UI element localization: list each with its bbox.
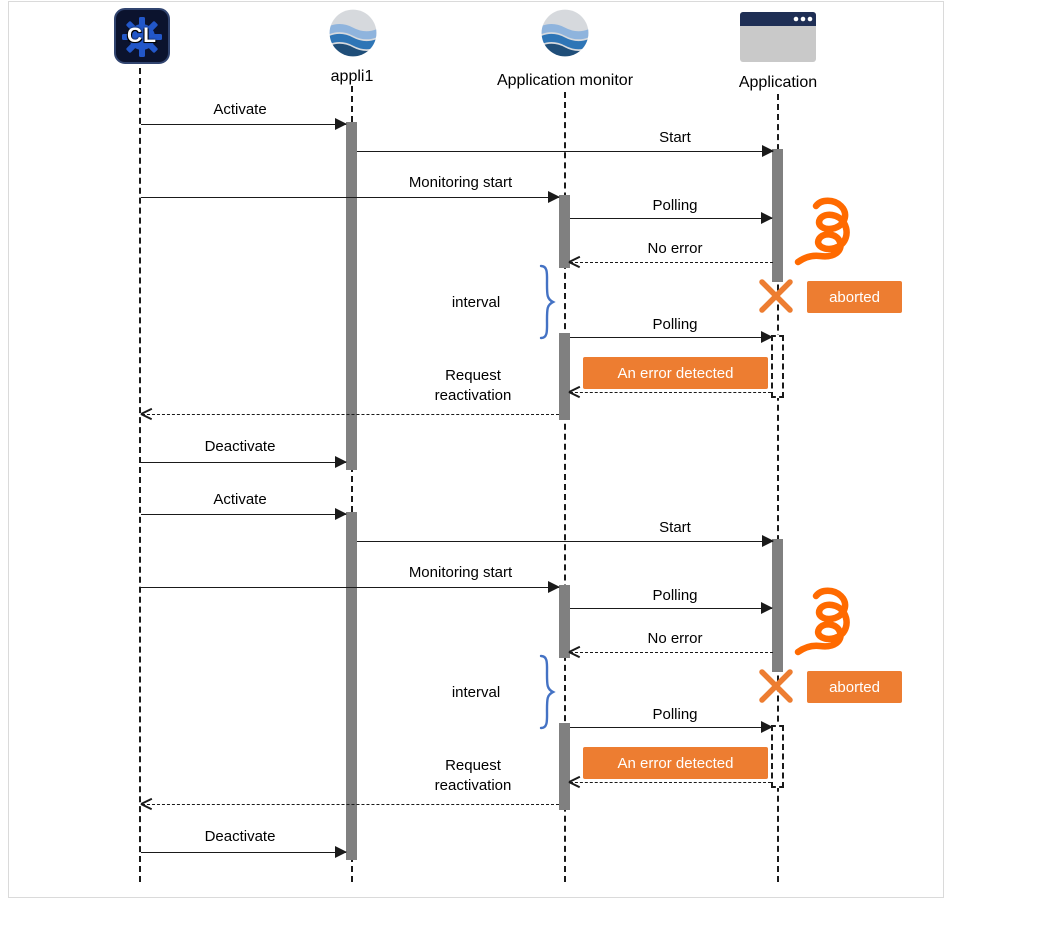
message-label-activate: Activate xyxy=(213,491,267,508)
cl-icon-text: CL xyxy=(127,24,157,47)
error-detected-badge: An error detected xyxy=(583,357,768,389)
activation-bar-monitor xyxy=(559,585,570,658)
activation-bar-appli1 xyxy=(346,512,357,860)
message-arrow-no-error xyxy=(570,652,773,653)
message-label-polling: Polling xyxy=(652,316,698,333)
arrowhead-icon xyxy=(762,145,774,157)
cl-app-icon: CL xyxy=(114,8,170,64)
message-arrow-deactivate xyxy=(141,846,347,858)
message-label-polling: Polling xyxy=(652,197,698,214)
interval-label: interval xyxy=(451,684,501,701)
message-arrow-request-reactivation xyxy=(142,804,559,805)
participant-label-appli1: appli1 xyxy=(330,68,374,85)
message-label-polling: Polling xyxy=(652,587,698,604)
message-arrow-polling xyxy=(570,602,773,614)
message-label-activate: Activate xyxy=(213,101,267,118)
arrowhead-icon xyxy=(761,602,773,614)
message-label-request-reactivation: Request reactivation xyxy=(434,367,512,405)
diagram-frame xyxy=(8,1,944,898)
message-label-no-error: No error xyxy=(647,240,703,257)
activation-bar-application-aborted xyxy=(771,725,784,788)
error-detected-badge: An error detected xyxy=(583,747,768,779)
interval-brace-icon xyxy=(536,264,556,345)
lifeline-monitor xyxy=(564,92,566,882)
arrowhead-icon xyxy=(335,846,347,858)
participant-label-monitor: Application monitor xyxy=(496,72,634,89)
message-label-no-error: No error xyxy=(647,630,703,647)
arrowhead-icon xyxy=(335,456,347,468)
arrowhead-icon xyxy=(335,118,347,130)
message-arrow-activate xyxy=(141,508,347,520)
lifeline-appli1 xyxy=(351,86,353,882)
message-label-request-reactivation: Request reactivation xyxy=(434,757,512,795)
interval-brace-icon xyxy=(536,654,556,735)
activation-bar-monitor xyxy=(559,333,570,420)
message-arrow-error-return xyxy=(570,392,771,393)
activation-bar-application xyxy=(772,539,783,672)
message-label-monitoring-start: Monitoring start xyxy=(408,564,513,581)
activation-bar-application xyxy=(772,149,783,282)
message-label-deactivate: Deactivate xyxy=(204,828,276,845)
message-arrow-start xyxy=(357,535,774,547)
lifeline-application xyxy=(777,94,779,882)
abort-x-icon xyxy=(756,276,796,321)
globe-icon xyxy=(538,6,592,65)
message-label-monitoring-start: Monitoring start xyxy=(408,174,513,191)
message-arrow-polling xyxy=(570,721,773,733)
arrowhead-icon xyxy=(335,508,347,520)
message-arrow-monitoring-start xyxy=(141,581,560,593)
message-arrow-activate xyxy=(141,118,347,130)
arrowhead-icon xyxy=(761,721,773,733)
arrowhead-icon xyxy=(762,535,774,547)
activation-bar-monitor xyxy=(559,723,570,810)
coil-icon xyxy=(789,192,851,271)
abort-x-icon xyxy=(756,666,796,711)
message-arrow-polling xyxy=(570,212,773,224)
aborted-badge: aborted xyxy=(807,671,902,703)
message-arrow-deactivate xyxy=(141,456,347,468)
message-arrow-polling xyxy=(570,331,773,343)
arrowhead-icon xyxy=(761,331,773,343)
globe-icon xyxy=(326,6,380,65)
coil-icon xyxy=(789,582,851,661)
message-arrow-start xyxy=(357,145,774,157)
app-window-icon xyxy=(740,12,816,67)
lifeline-cl xyxy=(139,68,141,882)
activation-bar-monitor xyxy=(559,195,570,268)
message-label-deactivate: Deactivate xyxy=(204,438,276,455)
message-label-start: Start xyxy=(659,519,691,536)
activation-bar-application-aborted xyxy=(771,335,784,398)
arrowhead-icon xyxy=(761,212,773,224)
message-arrow-no-error xyxy=(570,262,773,263)
message-label-polling: Polling xyxy=(652,706,698,723)
cl-icon-graphic xyxy=(114,8,170,64)
message-arrow-monitoring-start xyxy=(141,191,560,203)
arrowhead-icon xyxy=(548,581,560,593)
participant-label-application: Application xyxy=(738,74,818,91)
activation-bar-appli1 xyxy=(346,122,357,470)
message-arrow-request-reactivation xyxy=(142,414,559,415)
message-label-start: Start xyxy=(659,129,691,146)
interval-label: interval xyxy=(451,294,501,311)
aborted-badge: aborted xyxy=(807,281,902,313)
arrowhead-icon xyxy=(548,191,560,203)
message-arrow-error-return xyxy=(570,782,771,783)
